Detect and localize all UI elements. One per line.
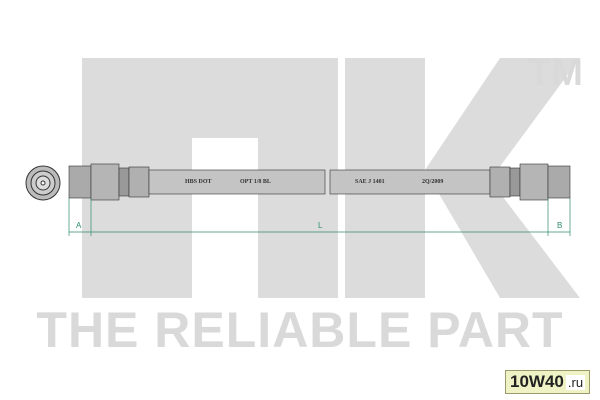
right-fitting (489, 163, 571, 201)
hose-marking: 2Q/2009 (422, 179, 444, 185)
dimension-b: B (557, 221, 563, 230)
site-badge: 10W40 .ru (505, 370, 591, 394)
hose-left-section (148, 169, 326, 195)
dimension-l: L (318, 221, 323, 230)
dimension-a: A (76, 221, 82, 230)
slogan: THE RELIABLE PART (36, 302, 564, 358)
left-fitting (68, 163, 150, 201)
site-badge-main: 10W40 (510, 372, 564, 391)
hose-marking: HBS DOT (185, 179, 212, 185)
fitting-end-view (25, 165, 61, 201)
site-badge-suffix: .ru (565, 374, 586, 390)
hose-marking: SAE J 1401 (355, 179, 385, 185)
dimension-lines (68, 198, 571, 236)
hose-marking: OPT 1/8 BL (240, 179, 271, 185)
hose-right-section (329, 169, 491, 195)
trademark: TM (528, 52, 583, 94)
